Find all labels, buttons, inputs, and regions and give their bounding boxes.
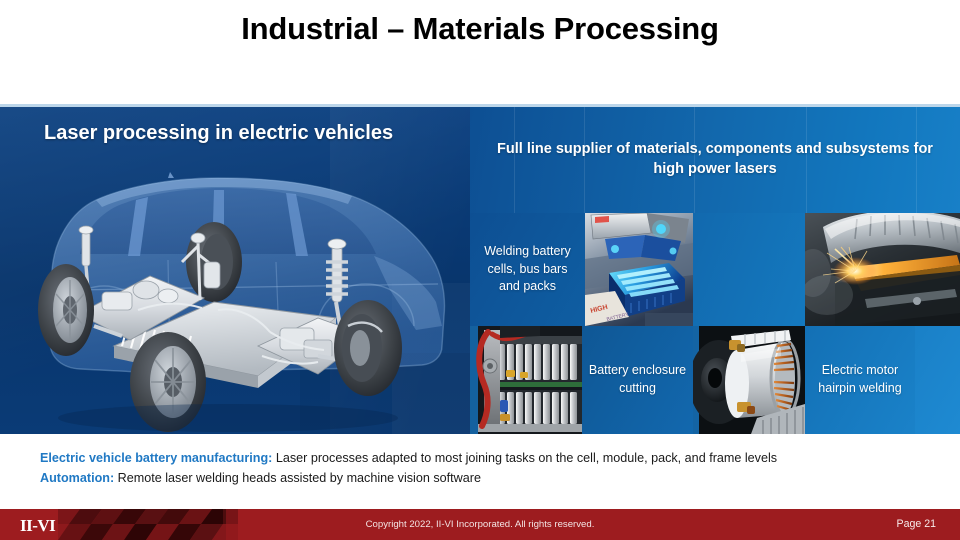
left-section-heading: Laser processing in electric vehicles (44, 122, 394, 144)
title-divider (0, 104, 960, 107)
laser-welding-sparks-stator-photo (805, 213, 960, 326)
bullet-line: Electric vehicle battery manufacturing: … (40, 448, 940, 468)
ii-vi-logo: II-VI (20, 516, 56, 535)
bullet-list: Electric vehicle battery manufacturing: … (40, 448, 940, 489)
tile-battery-cells-module[interactable] (470, 326, 582, 434)
footer-bar: II-VI Copyright 2022, II-VI Incorporated… (0, 509, 960, 540)
tile-battery-enclosure-cutting[interactable]: Battery enclosure cutting (582, 326, 693, 434)
bullet-lead: Electric vehicle battery manufacturing: (40, 451, 273, 465)
tile-label: Electric motor hairpin welding (818, 363, 902, 395)
electric-vehicle-cutaway-illustration (18, 150, 468, 434)
footer-diamond-pattern (58, 509, 238, 540)
tile-spacer (915, 326, 960, 434)
tile-laser-welding-battery-module[interactable]: HIGH BATTERY (585, 213, 693, 326)
tile-spacer (693, 213, 805, 326)
copyright-text: Copyright 2022, II-VI Incorporated. All … (365, 519, 595, 530)
title-area: Industrial – Materials Processing (0, 0, 960, 107)
svg-text:BATTERY: BATTERY (606, 311, 630, 322)
tile-electric-motor-hairpin-welding[interactable]: Electric motor hairpin welding (805, 326, 915, 434)
page-number: Page 21 (896, 518, 936, 530)
bullet-lead: Automation: (40, 471, 115, 486)
svg-text:HIGH: HIGH (590, 304, 609, 315)
laser-welding-battery-module-photo: HIGH BATTERY (585, 213, 693, 326)
tile-label: Battery enclosure cutting (588, 363, 687, 395)
tile-laser-welding-sparks[interactable] (805, 213, 960, 326)
right-section-heading: Full line supplier of materials, compone… (497, 141, 933, 177)
page-title: Industrial – Materials Processing (241, 11, 719, 46)
bullet-rest: Laser processes adapted to most joining … (272, 451, 778, 465)
battery-cells-module-photo (470, 326, 582, 434)
tile-label: Welding battery cells, bus bars and pack… (484, 243, 571, 294)
electric-motor-cutaway-photo (693, 326, 805, 434)
bullet-line: Automation: Remote laser welding heads a… (40, 468, 940, 488)
tile-electric-motor-cutaway[interactable] (693, 326, 805, 434)
tile-welding-battery-cells[interactable]: Welding battery cells, bus bars and pack… (470, 213, 585, 326)
bullet-rest: Remote laser welding heads assisted by m… (114, 471, 481, 486)
